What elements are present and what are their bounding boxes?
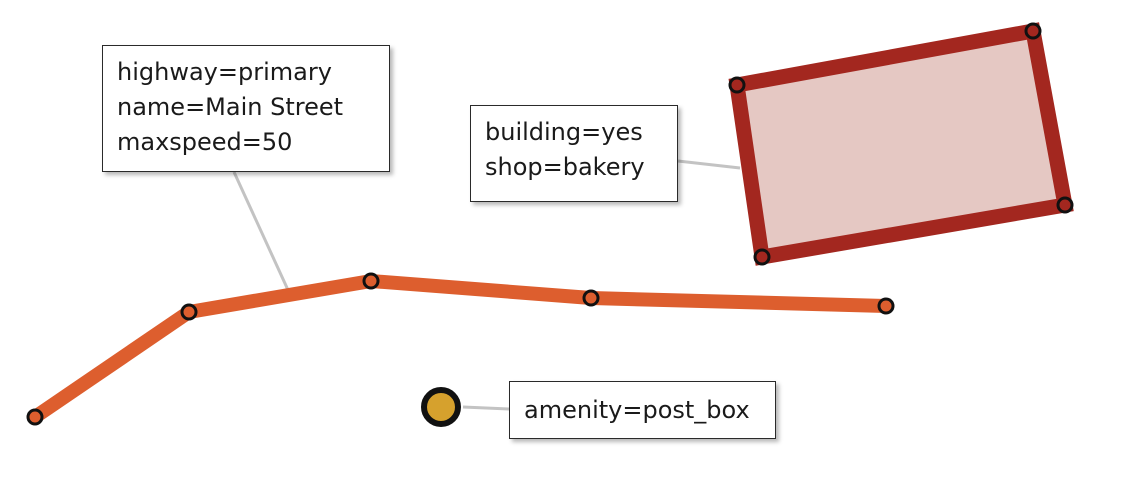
connector-line-1 bbox=[232, 171, 290, 291]
tag-name: name=Main Street bbox=[117, 93, 344, 121]
road-node-1 bbox=[26, 408, 44, 426]
tag-connectors bbox=[232, 159, 741, 411]
connector-line-3 bbox=[462, 405, 510, 411]
post-box-node[interactable] bbox=[421, 387, 461, 427]
road-node-4 bbox=[582, 289, 600, 307]
building-node-4 bbox=[753, 248, 771, 266]
building-tags-box: building=yes shop=bakery bbox=[470, 105, 678, 202]
tag-amenity: amenity=post_box bbox=[524, 396, 750, 424]
highway-tags-box: highway=primary name=Main Street maxspee… bbox=[102, 45, 390, 172]
road-node-2 bbox=[180, 303, 198, 321]
building-node-1 bbox=[728, 76, 746, 94]
road-node-3 bbox=[362, 272, 380, 290]
building-node-2 bbox=[1024, 22, 1042, 40]
tag-building: building=yes bbox=[485, 118, 643, 146]
building-outline bbox=[728, 22, 1074, 266]
building-area[interactable] bbox=[728, 22, 1074, 266]
building-node-3 bbox=[1056, 196, 1074, 214]
road-node-5 bbox=[877, 297, 895, 315]
post-box-marker bbox=[421, 387, 461, 427]
post-box-tags-box: amenity=post_box bbox=[509, 381, 776, 439]
tag-highway: highway=primary bbox=[117, 58, 332, 86]
tag-shop: shop=bakery bbox=[485, 153, 645, 181]
tag-maxspeed: maxspeed=50 bbox=[117, 128, 293, 156]
highway-way[interactable] bbox=[26, 272, 895, 426]
connector-line-2 bbox=[677, 159, 741, 170]
